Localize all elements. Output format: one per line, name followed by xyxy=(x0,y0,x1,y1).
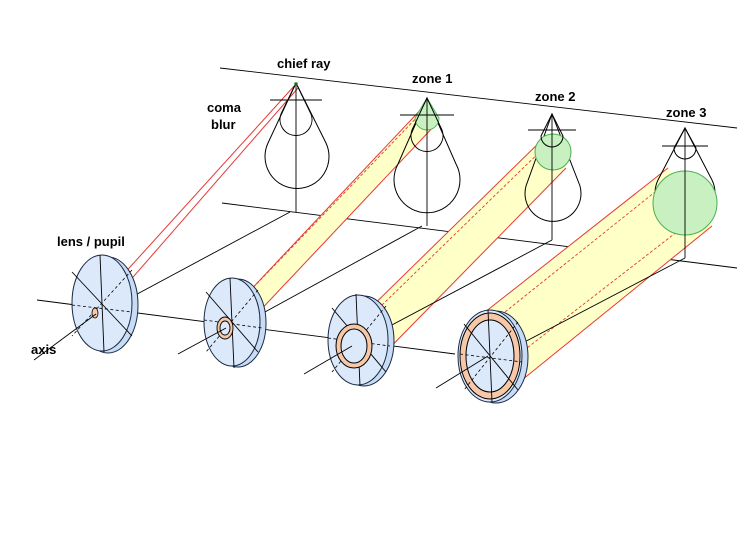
lens-3-horizontal xyxy=(459,353,523,363)
coma-label: coma xyxy=(207,100,242,115)
lens-0-diag-1 xyxy=(71,271,133,337)
zone-1-label: zone 1 xyxy=(412,71,452,86)
zone-3-label: zone 3 xyxy=(666,105,706,120)
lens-3 xyxy=(435,309,529,404)
zone-1-beam-edge-lower xyxy=(237,123,437,335)
lens-2-horizontal xyxy=(327,337,391,347)
lenses xyxy=(33,254,529,404)
coma-blur-zone-2 xyxy=(524,112,582,240)
blur-label: blur xyxy=(211,117,236,132)
lens-pupil-label: lens / pupil xyxy=(57,234,125,249)
zone-3-beam-edge-upper xyxy=(479,167,669,317)
zone-1-beam-ray xyxy=(221,109,425,321)
zone-2-beam-edge-upper xyxy=(351,135,547,327)
lens-2-zone-inner xyxy=(340,328,368,364)
lens-1-diag-2 xyxy=(205,289,259,353)
zone-3-beam-edge-lower xyxy=(521,225,713,381)
lens-2 xyxy=(303,293,395,387)
zone-2-label: zone 2 xyxy=(535,89,575,104)
zone-2-blur-circle xyxy=(534,133,572,171)
zone-1-beam xyxy=(226,104,436,334)
zone-2-beam xyxy=(352,136,566,368)
lens-3-diag-2 xyxy=(463,321,519,391)
axis-label: axis xyxy=(31,342,56,357)
lens-2-axis-stub xyxy=(303,345,353,375)
zone-2-beam-edge-lower xyxy=(369,167,567,369)
zone-2-teardrop-outer xyxy=(524,112,582,222)
coma-blur-zone-3 xyxy=(652,126,718,258)
light-beams xyxy=(91,83,713,381)
lens-0 xyxy=(33,254,139,361)
image-plane-top-line xyxy=(219,67,738,129)
coma-blur-0 xyxy=(264,81,330,212)
lens-3-axis-stub xyxy=(435,355,489,389)
zone-1-beam-edge-upper xyxy=(225,103,427,317)
lens-0-diag-2 xyxy=(71,269,133,337)
coma-blur-zone-1 xyxy=(393,96,461,226)
labels: chief ray zone 1 zone 2 zone 3 coma blur… xyxy=(31,56,706,357)
lens-1-horizontal xyxy=(203,319,263,329)
coma-blur-patterns xyxy=(264,81,718,258)
lens-1-zone-inner xyxy=(219,320,231,336)
zone-3-beam xyxy=(480,168,712,380)
axis-pointer xyxy=(33,313,97,361)
lens-1-axis-stub xyxy=(177,327,227,355)
lens-3-diag-1 xyxy=(463,323,519,391)
zone-3-beam-ray-2 xyxy=(495,213,701,373)
lens-0-horizontal xyxy=(71,304,133,313)
lens-1 xyxy=(177,277,267,369)
chief-ray-label: chief ray xyxy=(277,56,331,71)
coma-teardrop-outer xyxy=(264,81,330,190)
